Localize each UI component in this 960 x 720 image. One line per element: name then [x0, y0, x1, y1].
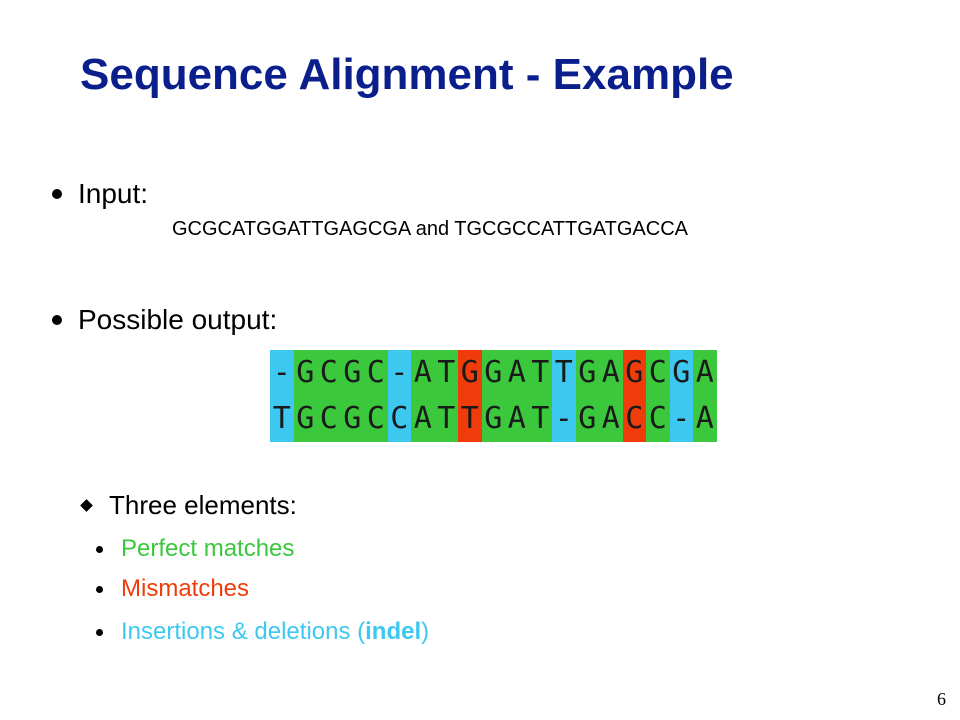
alignment-cell-top: G	[481, 350, 505, 396]
list-item-text: Mismatches	[121, 575, 250, 602]
alignment-cell-top: A	[693, 350, 717, 396]
bullet-dot-icon	[52, 189, 62, 199]
list-item-perfect-matches: Perfect matches	[96, 535, 294, 563]
alignment-cell-top: C	[646, 350, 670, 396]
alignment-cell-top: -	[387, 350, 411, 396]
diamond-bullet-icon	[80, 499, 93, 512]
alignment-cell-top: T	[434, 350, 458, 396]
alignment-cell-bottom: A	[599, 396, 623, 442]
input-bullet: Input:	[52, 178, 148, 210]
alignment-cell-bottom: C	[387, 396, 411, 442]
list-item-indels: Insertions & deletions (indel)	[96, 618, 429, 646]
alignment-cell-top: G	[669, 350, 693, 396]
bullet-dot-icon	[52, 315, 62, 325]
alignment-cell-top: T	[552, 350, 576, 396]
alignment-cell-bottom: T	[458, 396, 482, 442]
alignment-cell-bottom: A	[693, 396, 717, 442]
alignment-cell-bottom: -	[669, 396, 693, 442]
indel-text-bold: indel	[365, 618, 422, 645]
list-item-mismatches: Mismatches	[96, 575, 249, 603]
input-sequences: GCGCATGGATTGAGCGA and TGCGCCATTGATGACCA	[172, 218, 688, 240]
indel-text-pre: Insertions & deletions (	[121, 618, 366, 645]
alignment-cell-bottom: -	[552, 396, 576, 442]
alignment-cell-top: -	[270, 350, 294, 396]
alignment-cell-top: G	[293, 350, 317, 396]
alignment-cell-bottom: C	[622, 396, 646, 442]
alignment-cell-bottom: G	[481, 396, 505, 442]
alignment-cell-top: C	[364, 350, 388, 396]
alignment-cell-bottom: G	[340, 396, 364, 442]
bullet-dot-icon	[96, 585, 103, 593]
output-label: Possible output:	[78, 304, 278, 335]
alignment-cell-bottom: T	[528, 396, 552, 442]
alignment-cell-bottom: A	[411, 396, 435, 442]
bullet-dot-icon	[96, 545, 103, 553]
alignment-cell-top: A	[411, 350, 435, 396]
alignment-cell-bottom: C	[317, 396, 341, 442]
elements-heading-text: Three elements:	[109, 490, 297, 520]
alignment-cell-bottom: C	[364, 396, 388, 442]
alignment-cell-top: A	[505, 350, 529, 396]
page-title: Sequence Alignment - Example	[80, 50, 734, 99]
alignment-cell-bottom: A	[505, 396, 529, 442]
input-label: Input:	[78, 178, 149, 209]
alignment-cell-bottom: T	[270, 396, 294, 442]
alignment-cell-top: G	[458, 350, 482, 396]
alignment-cell-top: T	[528, 350, 552, 396]
list-item-text: Insertions & deletions (indel)	[121, 618, 429, 646]
alignment-cell-top: C	[317, 350, 341, 396]
indel-text-post: )	[421, 618, 430, 645]
page-number: 6	[937, 689, 946, 709]
alignment-cell-top: G	[340, 350, 364, 396]
output-bullet: Possible output:	[52, 304, 277, 336]
alignment-cell-top: G	[575, 350, 599, 396]
alignment-cell-bottom: G	[575, 396, 599, 442]
elements-heading: Three elements:	[78, 490, 297, 521]
bullet-dot-icon	[96, 628, 103, 636]
alignment-cell-top: A	[599, 350, 623, 396]
alignment-cell-bottom: C	[646, 396, 670, 442]
list-item-text: Perfect matches	[121, 535, 295, 562]
alignment-cell-bottom: T	[434, 396, 458, 442]
alignment-cell-bottom: G	[293, 396, 317, 442]
alignment-cell-top: G	[622, 350, 646, 396]
